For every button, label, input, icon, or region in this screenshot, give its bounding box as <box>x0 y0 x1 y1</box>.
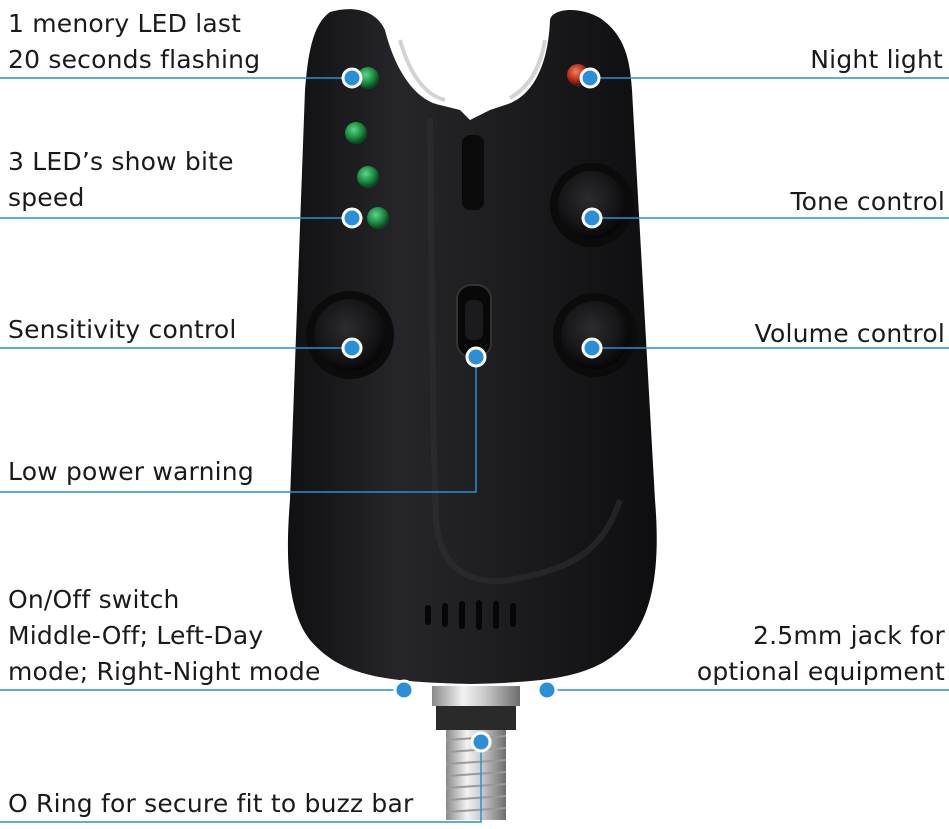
speaker-grille <box>425 600 516 630</box>
callout-low-power: Low power warning <box>8 454 254 490</box>
callout-o-ring: O Ring for secure fit to buzz bar <box>8 786 414 822</box>
callout-line: 3 LED’s show bite <box>8 147 234 176</box>
tone-knob <box>550 163 634 247</box>
volume-knob <box>553 293 637 377</box>
mount-screw <box>432 686 520 820</box>
callout-jack: 2.5mm jack for optional equipment <box>697 618 945 690</box>
callout-night-light: Night light <box>810 42 943 78</box>
callout-line: Volume control <box>754 319 945 348</box>
callout-line: 20 seconds flashing <box>8 45 261 74</box>
callout-on-off-switch: On/Off switch Middle-Off; Left-Day mode;… <box>8 582 321 690</box>
bite-led-3 <box>367 207 389 229</box>
bite-led-2 <box>357 166 379 188</box>
night-light-led <box>567 64 589 86</box>
callout-line: 2.5mm jack for <box>752 621 945 650</box>
memory-led <box>357 67 379 89</box>
callout-line: speed <box>8 183 85 212</box>
callout-line: optional equipment <box>696 657 945 686</box>
callout-line: Tone control <box>790 187 945 216</box>
callout-line: Middle-Off; Left-Day <box>8 621 264 650</box>
callout-sensitivity-control: Sensitivity control <box>8 312 237 348</box>
callout-line: On/Off switch <box>8 585 180 614</box>
device-groove <box>427 117 623 584</box>
callout-volume-control: Volume control <box>755 316 945 352</box>
callout-line: mode; Right-Night mode <box>8 657 321 686</box>
callout-line: Sensitivity control <box>8 315 237 344</box>
callout-line: Low power warning <box>8 457 254 486</box>
device-slot <box>462 135 484 210</box>
callout-line: 1 menory LED last <box>8 9 242 38</box>
callout-line: Night light <box>810 45 943 74</box>
sensitivity-knob <box>306 291 394 379</box>
callout-tone-control: Tone control <box>790 184 945 220</box>
callout-line: O Ring for secure fit to buzz bar <box>8 789 414 818</box>
callout-bite-speed: 3 LED’s show bite speed <box>8 144 234 216</box>
bite-led-1 <box>345 122 367 144</box>
callout-memory-led: 1 menory LED last 20 seconds flashing <box>8 6 260 78</box>
